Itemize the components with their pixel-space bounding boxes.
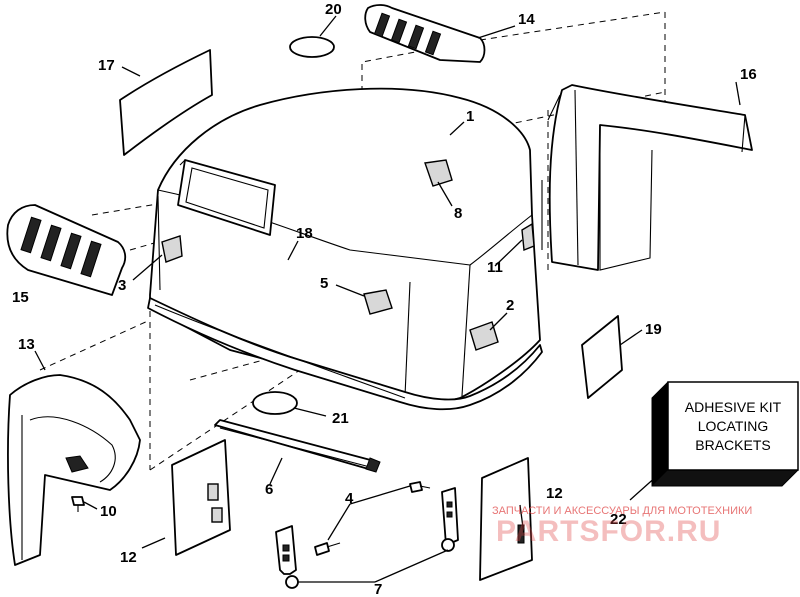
callout-18: 18 <box>296 225 313 242</box>
kit-line-2: LOCATING <box>698 418 769 434</box>
callout-numbers: 1 2 3 4 5 6 7 8 10 11 12 12 13 14 15 16 … <box>12 1 757 597</box>
kit-line-3: BRACKETS <box>695 437 770 453</box>
decal-plate-17 <box>119 49 213 156</box>
watermark-site: PARTSFOR.RU <box>496 515 721 548</box>
locating-bracket-left <box>275 525 299 589</box>
engine-cowl <box>147 87 543 411</box>
screw-4b <box>409 481 431 493</box>
oval-decal-20 <box>289 36 335 58</box>
adhesive-kit-box: ADHESIVE KIT LOCATING BRACKETS <box>651 381 799 487</box>
callout-17: 17 <box>98 57 115 74</box>
callout-14: 14 <box>518 11 535 28</box>
callout-2: 2 <box>506 297 514 314</box>
rear-cowl-panel <box>541 84 753 271</box>
lower-left-panel <box>7 374 141 566</box>
callout-20: 20 <box>325 1 342 18</box>
callout-21: 21 <box>332 410 349 427</box>
watermark-tagline: ЗАПЧАСТИ И АКСЕССУАРЫ ДЛЯ МОТОТЕХНИКИ <box>492 505 752 517</box>
callout-1: 1 <box>466 108 474 125</box>
callout-8: 8 <box>454 205 462 222</box>
callout-leader-lines <box>34 15 741 583</box>
callout-22: 22 <box>610 511 627 528</box>
oval-decal-21 <box>252 391 298 415</box>
screw-10 <box>71 496 85 512</box>
callout-12-right: 12 <box>546 485 563 502</box>
callout-10: 10 <box>100 503 117 520</box>
callout-4: 4 <box>345 490 354 507</box>
callout-16: 16 <box>740 66 757 83</box>
kit-line-1: ADHESIVE KIT <box>685 399 782 415</box>
callout-13: 13 <box>18 336 35 353</box>
callout-6: 6 <box>265 481 273 498</box>
callout-12-left: 12 <box>120 549 137 566</box>
lower-panel-left <box>171 439 231 556</box>
decal-panel-19 <box>581 315 623 399</box>
callout-3: 3 <box>118 277 126 294</box>
seal-strip <box>214 419 381 473</box>
locating-bracket-right <box>441 487 459 552</box>
callout-19: 19 <box>645 321 662 338</box>
left-vent-grille <box>6 204 127 296</box>
callout-7: 7 <box>374 581 382 597</box>
callout-11: 11 <box>487 259 503 276</box>
upper-vent-grille <box>364 4 486 63</box>
callout-15: 15 <box>12 289 29 306</box>
watermark: ЗАПЧАСТИ И АКСЕССУАРЫ ДЛЯ МОТОТЕХНИКИ PA… <box>492 505 752 548</box>
callout-5: 5 <box>320 275 328 292</box>
screw-4a <box>314 542 341 556</box>
